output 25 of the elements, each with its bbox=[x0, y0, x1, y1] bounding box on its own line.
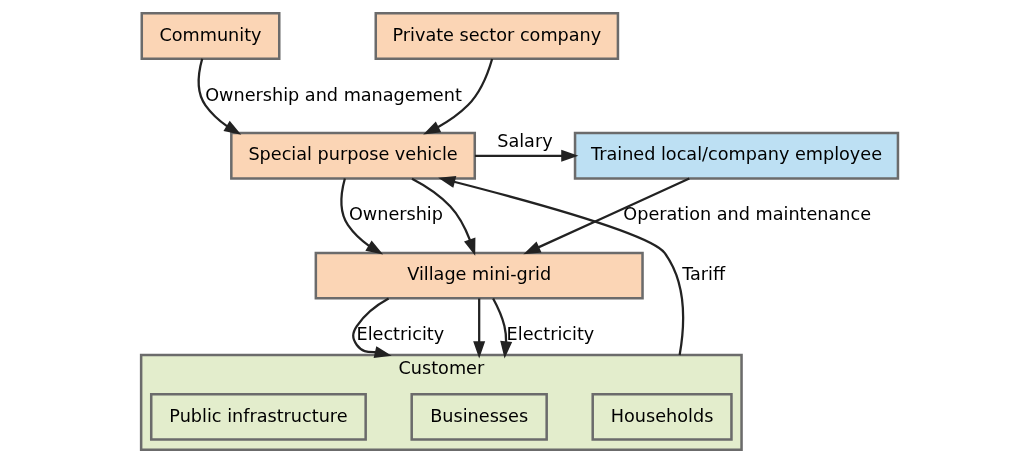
edge-label: Ownership bbox=[348, 204, 443, 225]
node-box: Public infrastructure bbox=[149, 392, 367, 441]
arrow bbox=[340, 178, 384, 255]
edge-label: Electricity bbox=[356, 324, 445, 345]
arrow bbox=[473, 298, 486, 359]
node-box: Special purpose vehicle bbox=[230, 131, 477, 180]
arrow bbox=[438, 176, 685, 356]
node-box: Businesses bbox=[410, 392, 548, 441]
node-box: Households bbox=[591, 392, 733, 441]
node-box: Village mini-grid bbox=[314, 251, 644, 300]
edge-label: Ownership and management bbox=[205, 84, 462, 105]
arrow bbox=[523, 177, 690, 255]
edge-label: Tariff bbox=[682, 264, 726, 285]
arrow bbox=[423, 58, 494, 135]
edge-label: Electricity bbox=[506, 324, 595, 345]
arrow bbox=[492, 298, 513, 359]
edge-label: Salary bbox=[497, 131, 553, 152]
edge-label: Operation and maintenance bbox=[623, 204, 872, 225]
arrow bbox=[474, 149, 579, 162]
node-box: Private sector company bbox=[374, 12, 620, 60]
arrow bbox=[197, 58, 242, 135]
arrow bbox=[352, 297, 392, 358]
node-box: Community bbox=[140, 12, 281, 60]
node-box: Trained local/company employee bbox=[573, 131, 900, 180]
arrow bbox=[411, 177, 476, 256]
